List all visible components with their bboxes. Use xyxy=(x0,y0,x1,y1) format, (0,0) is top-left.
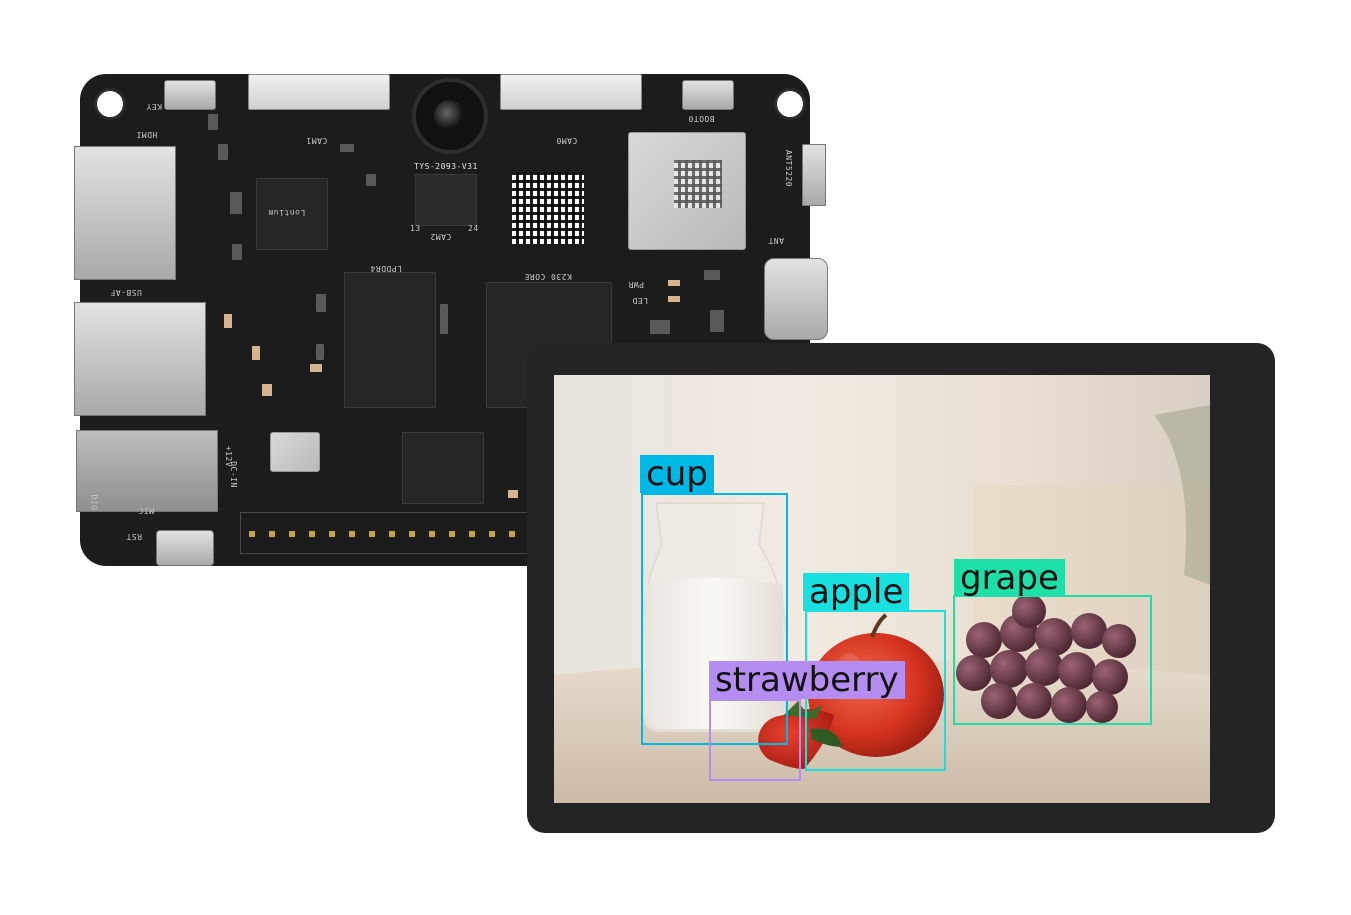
power-inductor xyxy=(270,432,320,472)
audio-label: DIO xyxy=(89,494,99,511)
usb-c-port[interactable] xyxy=(764,258,828,340)
qr-code xyxy=(512,172,584,244)
camera-sensor-chip xyxy=(415,174,477,226)
key-label: KEY xyxy=(146,102,162,111)
mount-hole xyxy=(774,88,806,120)
audio-jack[interactable] xyxy=(76,430,218,512)
cam2-label: CAM2 xyxy=(430,232,452,241)
key-button[interactable] xyxy=(164,80,216,110)
grape-bounding-box xyxy=(953,595,1152,725)
pin-number-24: 24 xyxy=(468,224,479,233)
rst-label: RST xyxy=(126,532,142,541)
strawberry-detection-label: strawberry xyxy=(709,661,905,699)
lontium-label: Lontium xyxy=(268,208,306,217)
hdmi-bridge-chip xyxy=(256,178,328,250)
led-indicator xyxy=(668,280,680,286)
lpddr4-label: LPDDR4 xyxy=(370,264,402,273)
lcd-display: cup apple grape strawberry xyxy=(527,343,1275,833)
rst-button[interactable] xyxy=(156,530,214,566)
gpio-header xyxy=(240,512,542,554)
pwr-label: PWR xyxy=(628,280,644,289)
grape-detection-label: grape xyxy=(954,559,1065,597)
power-chip xyxy=(402,432,484,504)
lpddr4-chip xyxy=(344,272,436,408)
camera-lens-icon xyxy=(434,100,466,132)
cam1-label: CAM1 xyxy=(306,136,328,145)
cam1-connector xyxy=(248,74,390,110)
sensor-label: TYS-2093-V31 xyxy=(414,162,478,171)
mount-hole xyxy=(94,88,126,120)
core-label: K230 CORE xyxy=(524,272,572,281)
cam0-connector xyxy=(500,74,642,110)
boot0-label: BOOT0 xyxy=(688,114,715,123)
boot0-button[interactable] xyxy=(682,80,734,110)
camera-module xyxy=(412,78,488,154)
led-label: LED xyxy=(632,296,648,305)
cup-bounding-box xyxy=(641,493,788,745)
hdmi-label: HDMI xyxy=(136,130,158,139)
apple-detection-label: apple xyxy=(803,573,910,611)
volt-label: +12V xyxy=(224,445,234,468)
mic-label: MIC xyxy=(138,506,154,515)
cup-detection-label: cup xyxy=(640,455,714,493)
camera-feed-screen: cup apple grape strawberry xyxy=(554,375,1210,803)
usb-a-port[interactable] xyxy=(74,302,206,416)
ant5220-label: ANT5220 xyxy=(784,149,794,188)
usb-af-label: USB-AF xyxy=(110,288,142,297)
dev-board: KEY CAM1 TYS-2093-V31 CAM2 13 24 CAM0 BO… xyxy=(74,74,828,566)
pin-number-13: 13 xyxy=(410,224,421,233)
soc-qr-code xyxy=(674,160,722,208)
cam0-label: CAM0 xyxy=(556,136,578,145)
antenna-connector xyxy=(802,144,826,206)
strawberry-bounding-box xyxy=(709,699,801,781)
led-indicator xyxy=(668,296,680,302)
ant-label: ANT xyxy=(768,236,784,245)
hdmi-port[interactable] xyxy=(74,146,176,280)
